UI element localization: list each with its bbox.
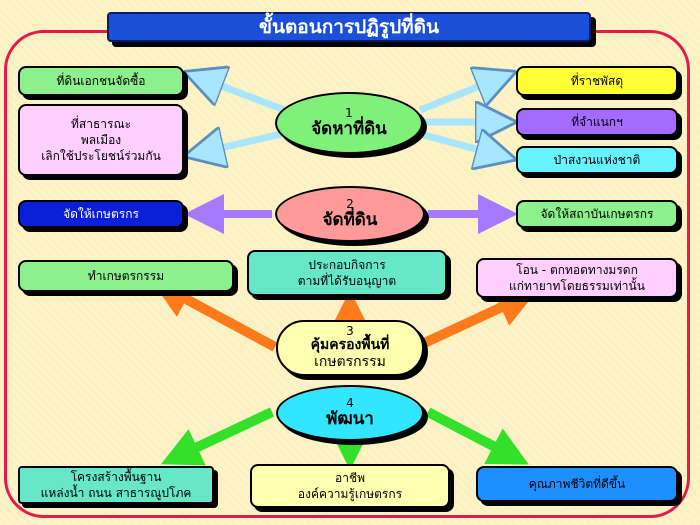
- box-quality-of-life: คุณภาพชีวิตที่ดีขึ้น: [476, 466, 678, 502]
- step1-number: 1: [345, 105, 353, 120]
- box-farming-text: ทำเกษตรกรรม: [87, 268, 165, 283]
- box-classified-land: ที่จำแนกฯ: [516, 108, 678, 136]
- box-treasury-land-text: ที่ราชพัสดุ: [570, 73, 624, 88]
- box-career: อาชีพ องค์ความรู้เกษตรกร: [250, 464, 450, 508]
- step4-number: 4: [346, 395, 354, 410]
- step2-label: จัดที่ดิน: [322, 209, 378, 230]
- step3-number: 3: [346, 324, 354, 339]
- box-infrastructure: โครงสร้างพื้นฐาน แหล่งน้ำ ถนน สาธารณูปโภ…: [18, 466, 214, 504]
- box-allocate-farmers-text: จัดให้เกษตรกร: [63, 206, 139, 221]
- box-public-land-line2: พลเมือง: [80, 132, 122, 147]
- step3-label-line2: เกษตรกรรม: [314, 354, 386, 370]
- box-inheritance-line2: แก่ทายาทโดยธรรมเท่านั้น: [509, 279, 645, 293]
- step3-label-line1: คุ้มครองพื้นที่: [310, 337, 390, 354]
- box-public-land-line3: เลิกใช้ประโยชน์ร่วมกัน: [41, 149, 161, 164]
- arrow-step4-to-quality: [425, 407, 529, 465]
- box-private-land-text: ที่ดินเอกชนจัดซื้อ: [56, 73, 146, 88]
- box-treasury-land: ที่ราชพัสดุ: [516, 66, 678, 96]
- box-career-line1: อาชีพ: [335, 470, 365, 485]
- box-business: ประกอบกิจการ ตามที่ได้รับอนุญาต: [247, 250, 447, 296]
- box-business-line2: ตามที่ได้รับอนุญาต: [297, 274, 397, 288]
- arrow-step1-to-treasury: [418, 74, 510, 114]
- step2-oval: 2 จัดที่ดิน: [275, 186, 425, 242]
- step1-oval: 1 จัดหาที่ดิน: [275, 92, 423, 154]
- box-public-land: ที่สาธารณะ พลเมือง เลิกใช้ประโยชน์ร่วมกั…: [18, 104, 184, 176]
- step4-label: พัฒนา: [326, 408, 374, 429]
- box-allocate-institution: จัดให้สถาบันเกษตรกร: [516, 200, 678, 228]
- box-quality-of-life-text: คุณภาพชีวิตที่ดีขึ้น: [528, 476, 626, 491]
- box-farming: ทำเกษตรกรรม: [18, 260, 234, 292]
- box-inheritance-line1: โอน - ตกทอดทางมรดก: [516, 262, 638, 277]
- step3-oval: 3 คุ้มครองพื้นที่ เกษตรกรรม: [276, 320, 424, 376]
- box-inheritance: โอน - ตกทอดทางมรดก แก่ทายาทโดยธรรมเท่านั…: [476, 258, 678, 298]
- box-classified-land-text: ที่จำแนกฯ: [571, 114, 623, 129]
- page-title: ขั้นตอนการปฏิรูปที่ดิน: [107, 12, 591, 42]
- arrow-step3-to-farming: [151, 280, 278, 352]
- step2-number: 2: [346, 196, 354, 211]
- arrow-step1-to-private: [190, 74, 292, 116]
- arrow-step4-to-infrastructure: [160, 407, 275, 466]
- step4-oval: 4 พัฒนา: [276, 385, 424, 441]
- step1-label: จัดหาที่ดิน: [311, 118, 387, 139]
- box-allocate-farmers: จัดให้เกษตรกร: [18, 200, 184, 228]
- box-career-line2: องค์ความรู้เกษตรกร: [297, 487, 403, 501]
- box-national-forest-text: ป่าสงวนแห่งชาติ: [553, 152, 641, 167]
- box-infrastructure-line1: โครงสร้างพื้นฐาน: [70, 469, 162, 484]
- box-allocate-institution-text: จัดให้สถาบันเกษตรกร: [540, 206, 654, 221]
- arrow-step1-to-forest: [419, 134, 510, 158]
- box-private-land: ที่ดินเอกชนจัดซื้อ: [18, 66, 184, 96]
- box-business-line1: ประกอบกิจการ: [308, 257, 386, 272]
- arrow-step1-to-public: [190, 132, 291, 155]
- arrow-step3-to-inheritance: [417, 289, 538, 350]
- box-infrastructure-line2: แหล่งน้ำ ถนน สาธารณูปโภค: [40, 486, 192, 500]
- box-public-land-line1: ที่สาธารณะ: [70, 116, 132, 131]
- box-national-forest: ป่าสงวนแห่งชาติ: [516, 146, 678, 174]
